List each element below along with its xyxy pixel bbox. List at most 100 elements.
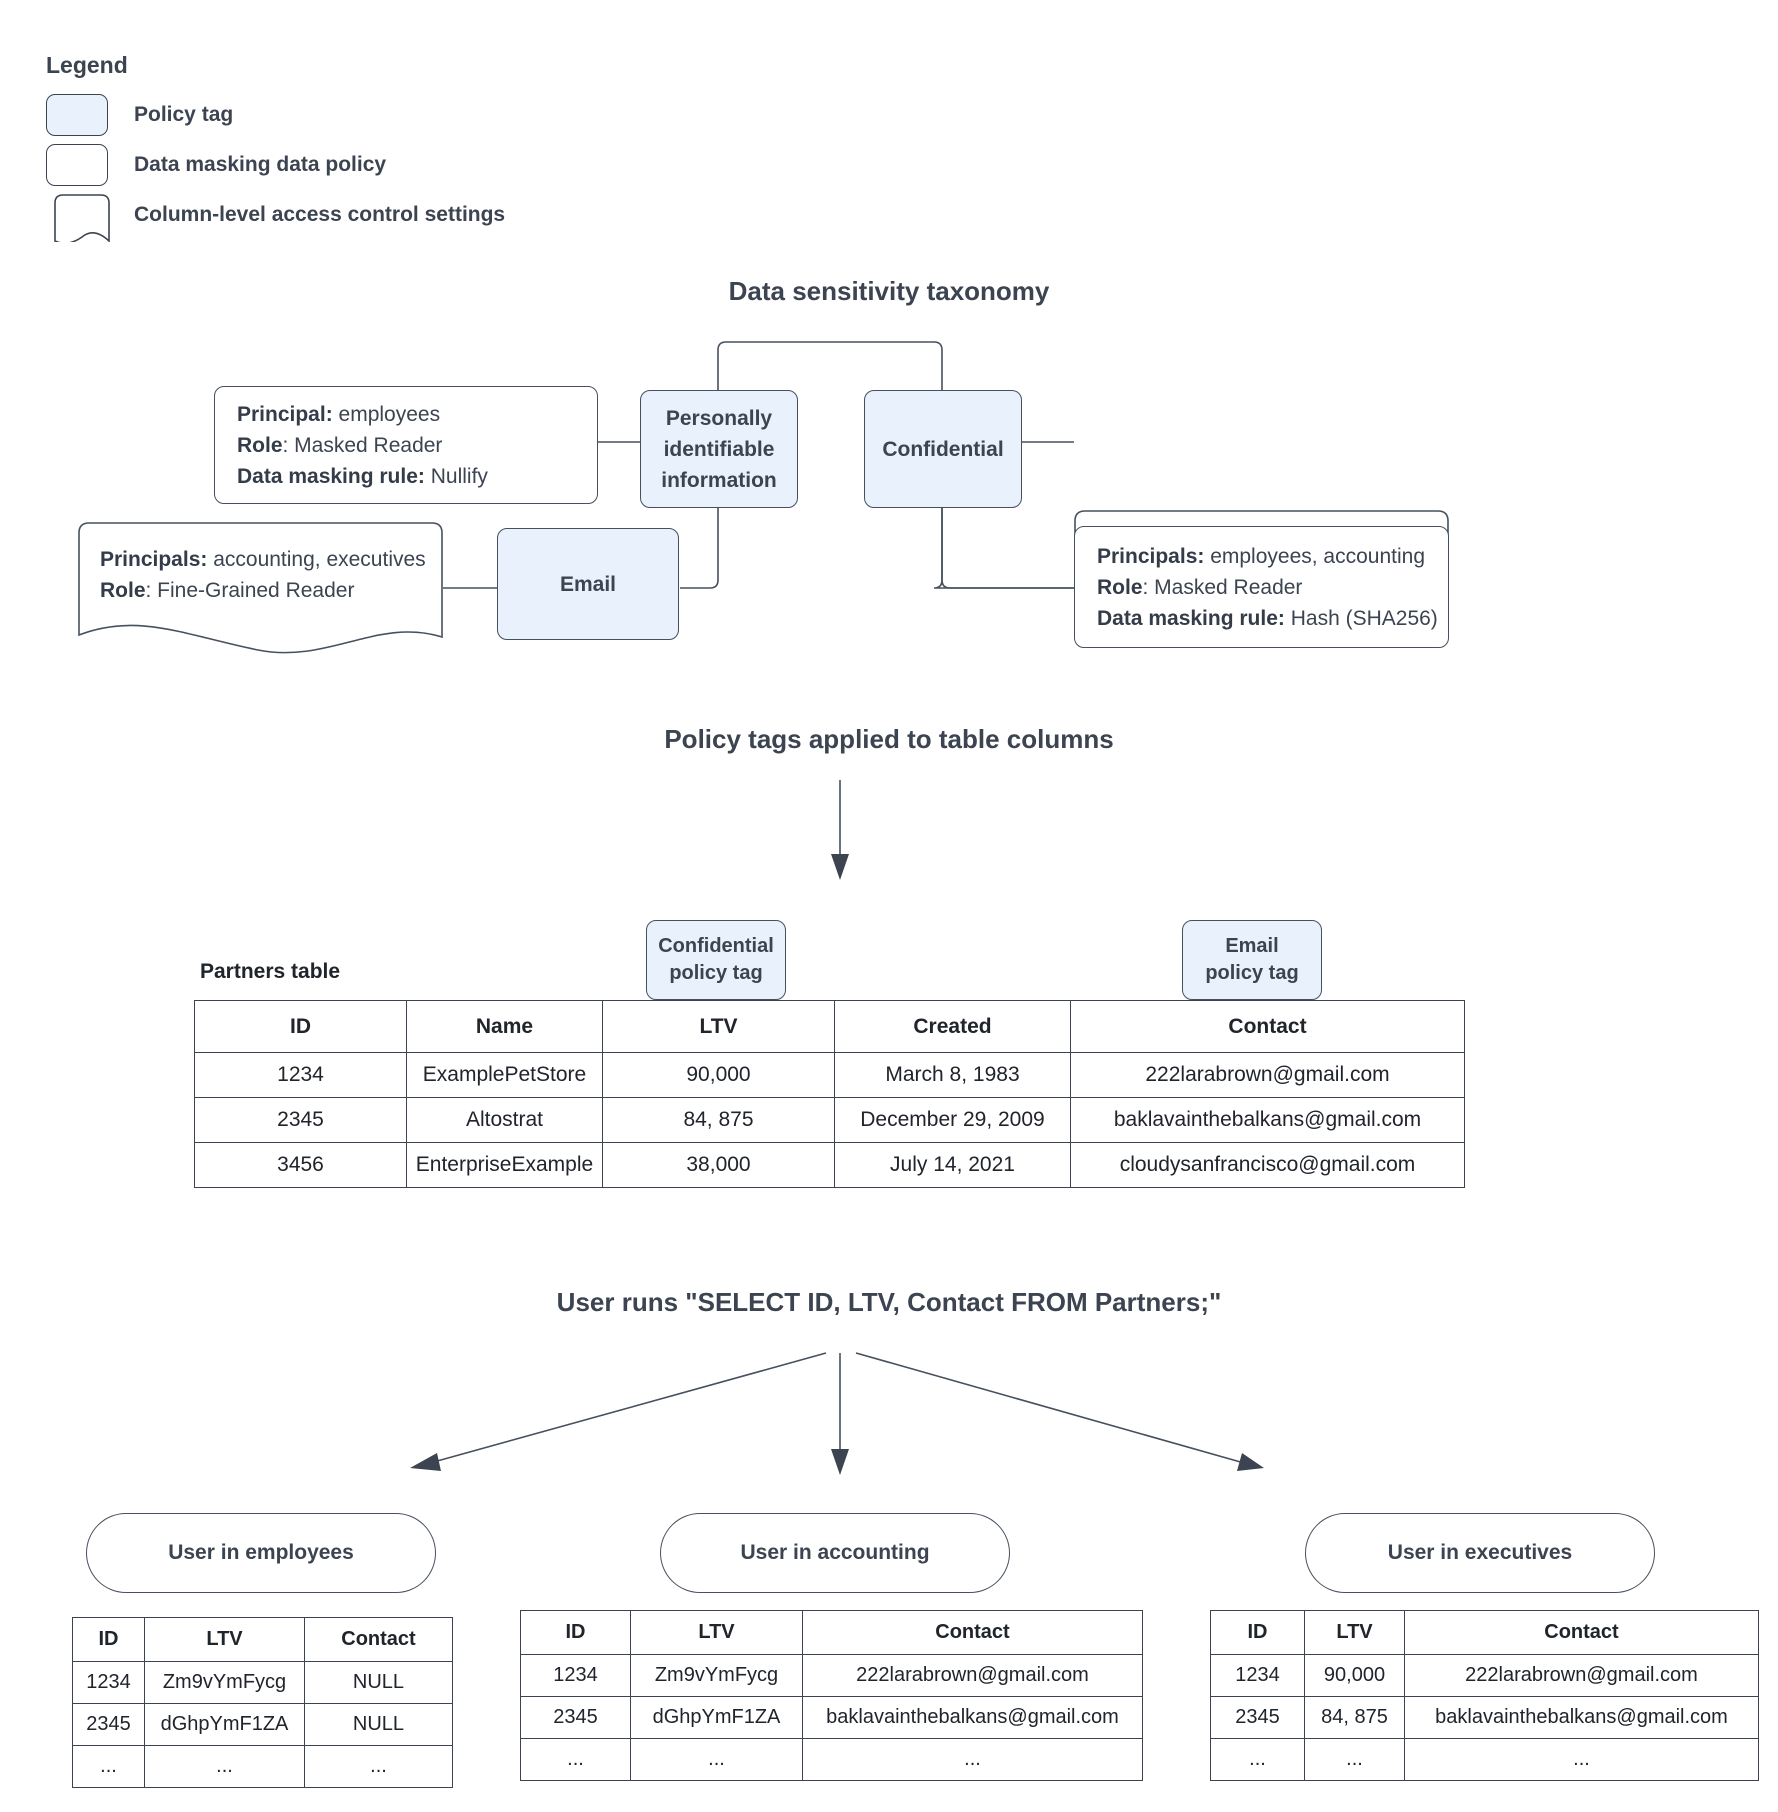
cell-ltv: 38,000: [602, 1142, 835, 1188]
result-table-executives: ID LTV Contact 1234 90,000 222larabrown@…: [1210, 1610, 1759, 1781]
column-header-contact: Contact: [304, 1617, 453, 1662]
cell-ltv: 84, 875: [1304, 1696, 1405, 1739]
cell-id: 2345: [72, 1703, 145, 1746]
cell-id: ...: [72, 1745, 145, 1788]
table-row: 2345 Altostrat 84, 875 December 29, 2009…: [194, 1097, 1465, 1143]
policy-line: Role: Fine-Grained Reader: [100, 579, 355, 602]
cell-ltv: dGhpYmF1ZA: [630, 1696, 803, 1739]
table-header-row: ID LTV Contact: [1210, 1610, 1759, 1655]
table-row: 2345 dGhpYmF1ZA baklavainthebalkans@gmai…: [520, 1696, 1143, 1739]
table-row: ... ... ...: [1210, 1738, 1759, 1781]
column-tag-line1: Email: [1225, 935, 1279, 957]
cell-ltv: dGhpYmF1ZA: [144, 1703, 305, 1746]
column-header-id: ID: [72, 1617, 145, 1662]
partners-table-caption: Partners table: [200, 960, 341, 983]
cell-ltv: 90,000: [602, 1052, 835, 1098]
cell-id: 1234: [1210, 1654, 1305, 1697]
table-row: 1234 Zm9vYmFycg 222larabrown@gmail.com: [520, 1654, 1143, 1697]
persona-pill-employees[interactable]: User in employees: [86, 1513, 436, 1593]
cell-contact: 222larabrown@gmail.com: [802, 1654, 1143, 1697]
policy-tag-confidential[interactable]: Confidential: [864, 390, 1022, 508]
table-row: 3456 EnterpriseExample 38,000 July 14, 2…: [194, 1142, 1465, 1188]
data-masking-policy-confidential: Principals: employees, accounting Role: …: [1074, 526, 1449, 648]
query-section-title: User runs "SELECT ID, LTV, Contact FROM …: [556, 1287, 1222, 1317]
policy-tag-swatch-icon: [46, 94, 108, 136]
applied-arrow: [831, 780, 849, 880]
policy-line: Data masking rule: Hash (SHA256): [1097, 606, 1438, 630]
column-tag-confidential[interactable]: Confidential policy tag: [646, 920, 786, 1000]
cell-ltv: 90,000: [1304, 1654, 1405, 1697]
table-row: 1234 Zm9vYmFycg NULL: [72, 1661, 453, 1704]
table-header-row: ID LTV Contact: [520, 1610, 1143, 1655]
table-row: 2345 dGhpYmF1ZA NULL: [72, 1703, 453, 1746]
cell-contact: ...: [1404, 1738, 1759, 1781]
column-header-contact: Contact: [1404, 1610, 1759, 1655]
cell-id: 1234: [194, 1052, 407, 1098]
persona-pill-executives[interactable]: User in executives: [1305, 1513, 1655, 1593]
taxonomy-section-title: Data sensitivity taxonomy: [728, 276, 1050, 306]
legend-item-label: Data masking data policy: [134, 153, 387, 176]
column-header-created: Created: [834, 1000, 1071, 1053]
table-row: 1234 90,000 222larabrown@gmail.com: [1210, 1654, 1759, 1697]
column-header-contact: Contact: [802, 1610, 1143, 1655]
table-row: 1234 ExamplePetStore 90,000 March 8, 198…: [194, 1052, 1465, 1098]
cell-contact: NULL: [304, 1703, 453, 1746]
cell-created: March 8, 1983: [834, 1052, 1071, 1098]
result-table-wrap-accounting: ID LTV Contact 1234 Zm9vYmFycg 222larabr…: [520, 1610, 1143, 1781]
column-header-id: ID: [1210, 1610, 1305, 1655]
cell-id: 2345: [520, 1696, 631, 1739]
taxonomy-connectors: [443, 341, 1074, 589]
result-table-wrap-executives: ID LTV Contact 1234 90,000 222larabrown@…: [1210, 1610, 1759, 1781]
cell-contact: ...: [802, 1738, 1143, 1781]
legend: Legend Policy tag Data masking data poli…: [46, 52, 505, 242]
cell-ltv: 84, 875: [602, 1097, 835, 1143]
policy-line: Role: Masked Reader: [1097, 575, 1303, 599]
cell-created: July 14, 2021: [834, 1142, 1071, 1188]
table-row: ... ... ...: [72, 1745, 453, 1788]
cell-contact: baklavainthebalkans@gmail.com: [802, 1696, 1143, 1739]
policy-tag-label: Confidential: [882, 437, 1004, 461]
cell-ltv: ...: [630, 1738, 803, 1781]
cell-created: December 29, 2009: [834, 1097, 1071, 1143]
column-header-ltv: LTV: [144, 1617, 305, 1662]
applied-section-title: Policy tags applied to table columns: [664, 724, 1114, 754]
cell-contact: cloudysanfrancisco@gmail.com: [1070, 1142, 1465, 1188]
column-header-name: Name: [406, 1000, 603, 1053]
policy-tag-label: Email: [559, 572, 617, 596]
persona-pill-accounting[interactable]: User in accounting: [660, 1513, 1010, 1593]
cell-contact: ...: [304, 1745, 453, 1788]
policy-tag-email[interactable]: Email: [497, 528, 679, 640]
column-header-id: ID: [520, 1610, 631, 1655]
column-header-contact: Contact: [1070, 1000, 1465, 1053]
table-header-row: ID LTV Contact: [72, 1617, 453, 1662]
cell-id: 1234: [520, 1654, 631, 1697]
cell-contact: 222larabrown@gmail.com: [1070, 1052, 1465, 1098]
column-tag-line2: policy tag: [669, 962, 763, 984]
persona-label: User in executives: [1387, 1541, 1573, 1564]
policy-line: Role: Masked Reader: [237, 433, 443, 457]
column-tag-email[interactable]: Email policy tag: [1182, 920, 1322, 1000]
cell-name: EnterpriseExample: [406, 1142, 603, 1188]
cell-id: 2345: [1210, 1696, 1305, 1739]
cell-contact: 222larabrown@gmail.com: [1404, 1654, 1759, 1697]
policy-tag-pii[interactable]: Personally identifiable information: [640, 390, 798, 508]
cell-id: 2345: [194, 1097, 407, 1143]
cell-ltv: ...: [144, 1745, 305, 1788]
cell-id: 3456: [194, 1142, 407, 1188]
result-table-employees: ID LTV Contact 1234 Zm9vYmFycg NULL 2345…: [72, 1617, 453, 1788]
cell-id: 1234: [72, 1661, 145, 1704]
legend-item-data-masking-policy: Data masking data policy: [46, 141, 505, 189]
query-arrows: [410, 1352, 1264, 1475]
cell-id: ...: [1210, 1738, 1305, 1781]
policy-line: Data masking rule: Nullify: [237, 464, 488, 488]
column-header-ltv: LTV: [602, 1000, 835, 1053]
cell-ltv: Zm9vYmFycg: [144, 1661, 305, 1704]
legend-item-column-access-control: Column-level access control settings: [46, 191, 505, 242]
column-tag-line2: policy tag: [1205, 962, 1299, 984]
column-access-control-email: Principals: accounting, executives Role:…: [78, 522, 443, 654]
persona-label: User in employees: [168, 1541, 354, 1564]
cell-contact: baklavainthebalkans@gmail.com: [1404, 1696, 1759, 1739]
policy-line: Principals: accounting, executives: [100, 548, 426, 571]
partners-table-wrap: ID Name LTV Created Contact 1234 Example…: [194, 1000, 1465, 1188]
cell-ltv: Zm9vYmFycg: [630, 1654, 803, 1697]
